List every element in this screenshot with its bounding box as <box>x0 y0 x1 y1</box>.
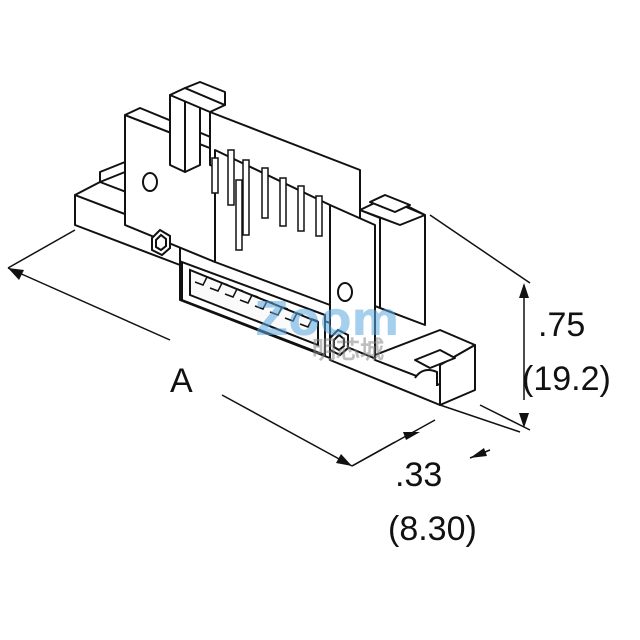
dim-height-mm-label: (19.2) <box>522 360 611 398</box>
right-latch-cap <box>369 194 411 213</box>
pin <box>261 167 269 219</box>
pin <box>235 179 243 251</box>
dim-height-in-label: .75 <box>538 306 585 344</box>
pin <box>279 177 287 227</box>
dim-depth-mm-label: (8.30) <box>388 510 477 548</box>
flange-slot <box>414 369 438 386</box>
top-pins <box>211 149 323 251</box>
dim-a-label: A <box>170 362 193 400</box>
watermark: Zoom 明芯城 <box>255 292 400 364</box>
left-ear-front <box>99 161 126 183</box>
arrow-d-left <box>403 432 420 440</box>
dim-depth-in-label: .33 <box>395 456 442 494</box>
hex-nut-left-inner <box>155 233 167 252</box>
pin <box>315 195 323 237</box>
dimension-arrows <box>8 268 529 466</box>
bottom-pins <box>194 276 319 328</box>
dim-h-ext-top <box>429 214 531 284</box>
pin <box>227 149 235 206</box>
dim-d-line-left <box>351 441 396 467</box>
pin-window-inner <box>189 268 319 347</box>
pin <box>211 157 219 194</box>
arrow-h-bottom <box>519 413 529 428</box>
watermark-latin: Zoom <box>255 292 400 346</box>
left-latch-post <box>169 94 186 173</box>
dim-a-line-right <box>221 394 353 467</box>
pin <box>297 185 305 232</box>
arrow-a-right <box>336 454 352 466</box>
bottom-pin-window <box>181 260 326 357</box>
mounting-hole-left <box>142 172 158 192</box>
dim-a-ext-left <box>7 229 76 269</box>
pin <box>242 159 250 236</box>
arrow-d-right <box>470 448 487 458</box>
mounting-hole-right <box>337 282 353 302</box>
dim-h-ext-bottom <box>479 404 531 431</box>
dim-a-line-left <box>7 267 171 341</box>
dim-d-ext <box>439 404 521 433</box>
arrow-h-top <box>519 283 529 298</box>
right-ear <box>414 349 456 369</box>
hex-nut-right-inner <box>333 333 345 352</box>
watermark-cjk: 明芯城 <box>312 336 384 364</box>
arrow-a-left <box>8 268 24 280</box>
left-latch-top-inner <box>184 81 226 106</box>
